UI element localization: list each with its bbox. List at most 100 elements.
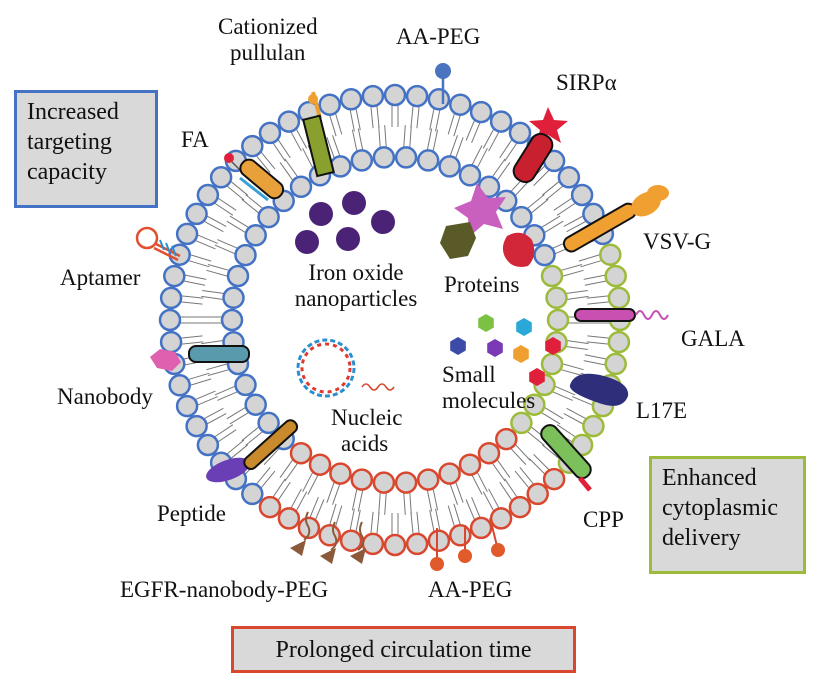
lipid-tail bbox=[255, 154, 271, 174]
lipid-tail bbox=[519, 466, 535, 486]
lipid-head bbox=[458, 453, 482, 476]
lipid-tail bbox=[378, 125, 381, 149]
aa-peg-bottom-icon bbox=[430, 517, 505, 571]
lipid-tail bbox=[226, 220, 247, 234]
lipid-tail bbox=[565, 295, 589, 301]
lipid-tail bbox=[272, 141, 286, 162]
lipid-tail bbox=[189, 253, 212, 262]
lipid-tail bbox=[572, 396, 594, 406]
lipid-head bbox=[526, 482, 549, 506]
lipid-tail bbox=[509, 447, 527, 465]
label-sirpa: SIRPα bbox=[556, 70, 617, 95]
lipid-tail bbox=[279, 162, 294, 182]
lipid-head bbox=[226, 264, 250, 288]
small-molecule-hexagon-icon bbox=[450, 314, 561, 386]
lipid-head bbox=[234, 243, 257, 267]
lipid-tail bbox=[277, 481, 291, 502]
lipid-head bbox=[416, 468, 440, 491]
lipid-tail bbox=[514, 470, 531, 490]
lipid-tail bbox=[357, 488, 364, 512]
small-molecule-hexagon bbox=[513, 345, 529, 363]
lipid-head bbox=[545, 286, 568, 310]
lipid-head bbox=[489, 110, 513, 133]
lipid-tail bbox=[449, 135, 458, 158]
l17e-icon bbox=[569, 373, 629, 406]
lipid-head bbox=[523, 393, 546, 416]
lipid-tail bbox=[514, 443, 531, 461]
lipid-tail bbox=[471, 121, 481, 143]
lipid-tail bbox=[566, 220, 588, 233]
lipid-tail bbox=[556, 202, 577, 216]
lipid-tail bbox=[207, 368, 231, 376]
lipid-head bbox=[508, 121, 532, 145]
lipid-tail bbox=[565, 339, 589, 345]
lipid-tail bbox=[447, 112, 456, 135]
lipid-head bbox=[510, 411, 533, 435]
lipid-tail bbox=[214, 385, 237, 396]
lipid-tail bbox=[533, 169, 551, 186]
small-molecule-hexagon bbox=[478, 314, 494, 332]
label-iron-oxide-line-1: Iron oxide bbox=[308, 260, 404, 285]
egfr-nanobody-peg-icon bbox=[303, 511, 365, 551]
lipid-tail bbox=[426, 488, 433, 512]
lipid-tail bbox=[409, 125, 412, 149]
lipid-head bbox=[508, 495, 532, 519]
lipid-tail bbox=[214, 244, 237, 255]
lipid-tail bbox=[403, 125, 406, 149]
lipid-head bbox=[277, 507, 301, 530]
label-nucleic-acids: Nucleic acids bbox=[331, 405, 421, 457]
lipid-tail bbox=[355, 509, 361, 533]
lipid-head bbox=[209, 166, 233, 189]
lipid-tail bbox=[491, 158, 506, 179]
lipid-head bbox=[329, 155, 352, 178]
lipid-head bbox=[469, 516, 493, 540]
lipid-tail bbox=[482, 127, 495, 149]
lipid-head bbox=[289, 175, 313, 199]
lipid-tail bbox=[564, 290, 588, 295]
lipid-tail bbox=[429, 107, 435, 131]
lipid-tail bbox=[349, 108, 355, 132]
lipid-tail bbox=[563, 215, 585, 227]
lipid-head bbox=[372, 471, 396, 494]
small-molecule-hexagon bbox=[487, 339, 503, 357]
lipid-head bbox=[540, 264, 564, 288]
lipid-tail bbox=[216, 197, 237, 211]
small-molecule-hexagon bbox=[450, 337, 466, 355]
lipid-head bbox=[350, 468, 374, 491]
lipid-tail bbox=[180, 341, 204, 345]
lipid-tail bbox=[314, 499, 325, 521]
lipid-tail bbox=[454, 137, 464, 160]
circulation-box: Prolonged circulation time bbox=[231, 626, 576, 673]
lipid-head bbox=[372, 146, 396, 169]
lipid-tail bbox=[202, 407, 224, 420]
lipid-tail bbox=[217, 239, 239, 250]
lipid-tail bbox=[410, 104, 414, 128]
lipid-tail bbox=[213, 424, 234, 438]
lipid-tail bbox=[551, 390, 573, 401]
cytoplasmic-box: Enhanced cytoplasmic delivery bbox=[649, 456, 806, 574]
label-aa-peg-bottom: AA-PEG bbox=[428, 577, 513, 602]
cationized-pullulan-icon bbox=[302, 91, 335, 178]
lipid-tail bbox=[465, 499, 476, 521]
lipid-tail bbox=[563, 413, 585, 425]
lipid-tail bbox=[328, 503, 337, 526]
lipid-tail bbox=[504, 478, 518, 499]
lipid-head bbox=[257, 205, 280, 229]
lipid-head bbox=[361, 84, 385, 108]
lipid-head bbox=[318, 93, 341, 116]
lipid-head bbox=[405, 84, 429, 108]
lipid-tail bbox=[205, 413, 227, 425]
lipid-head bbox=[159, 330, 183, 354]
lipid-tail bbox=[307, 473, 319, 495]
lipid-head bbox=[158, 308, 182, 332]
lipid-tail bbox=[334, 505, 343, 528]
lipid-tail bbox=[543, 406, 564, 420]
lipid-tail bbox=[205, 215, 227, 227]
lipid-tail bbox=[488, 130, 500, 152]
lipid-head bbox=[510, 205, 533, 229]
lipid-tail bbox=[355, 107, 361, 131]
lipid-head bbox=[449, 524, 472, 547]
lipid-head bbox=[533, 243, 556, 267]
lipid-tail bbox=[526, 194, 545, 210]
lipid-head bbox=[339, 88, 363, 111]
